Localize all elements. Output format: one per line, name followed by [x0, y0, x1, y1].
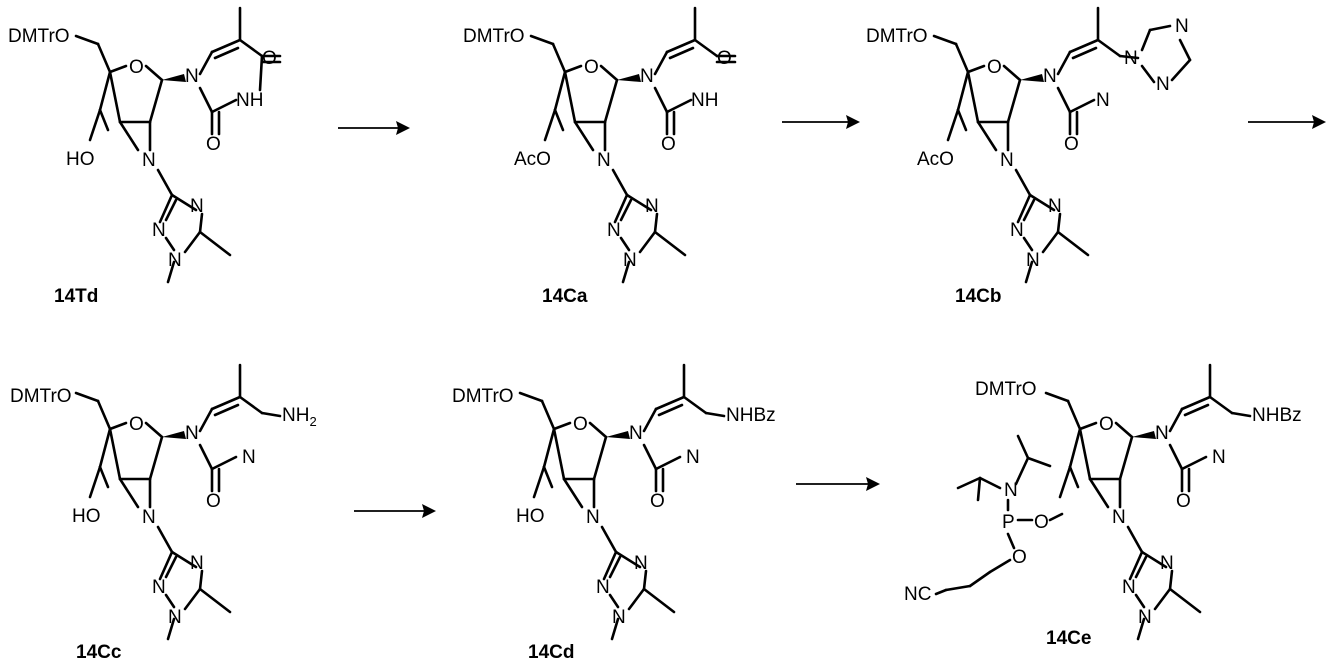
arrow-4	[354, 504, 436, 518]
svg-text:O: O	[987, 57, 1002, 78]
svg-text:O: O	[717, 48, 732, 69]
svg-text:N: N	[1156, 74, 1170, 95]
svg-text:N: N	[1155, 423, 1169, 444]
svg-text:N: N	[1096, 90, 1110, 111]
compound-label-14Ca: 14Ca	[542, 286, 588, 307]
arrow-2	[782, 115, 860, 129]
arrow-5	[796, 477, 880, 491]
dmtro-label: DMTrO	[10, 386, 72, 407]
svg-text:O: O	[661, 134, 676, 155]
svg-text:N: N	[612, 607, 626, 628]
svg-text:N: N	[185, 66, 199, 87]
compound-label-14Cc: 14Cc	[76, 642, 122, 663]
svg-text:O: O	[129, 414, 144, 435]
svg-text:O: O	[1012, 547, 1027, 568]
hydroxyl-label: HO	[66, 149, 95, 170]
svg-text:N: N	[1212, 447, 1226, 468]
compound-14Ce: DMTrO O N N N N N N O NHBz N P O O NC 14…	[904, 365, 1302, 649]
svg-text:N: N	[1026, 250, 1040, 271]
svg-text:N: N	[242, 447, 256, 468]
svg-text:N: N	[168, 607, 182, 628]
svg-text:N: N	[586, 507, 600, 528]
arrow-3	[1248, 115, 1326, 129]
svg-text:NH: NH	[236, 90, 263, 111]
compound-label-14Ce: 14Ce	[1046, 628, 1091, 649]
svg-text:O: O	[573, 414, 588, 435]
svg-text:N: N	[1122, 577, 1136, 598]
acetoxy-label: AcO	[514, 149, 551, 170]
svg-text:N: N	[1160, 553, 1174, 574]
svg-text:O: O	[1034, 512, 1049, 533]
svg-text:O: O	[1099, 414, 1114, 435]
dmtro-label: DMTrO	[463, 26, 525, 47]
svg-text:N: N	[185, 423, 199, 444]
svg-text:N: N	[645, 196, 659, 217]
hydroxyl-label: HO	[72, 506, 101, 527]
svg-text:N: N	[1175, 16, 1189, 37]
dmtro-label: DMTrO	[452, 386, 514, 407]
svg-text:N: N	[596, 577, 610, 598]
hydroxyl-label: HO	[516, 506, 545, 527]
svg-text:O: O	[650, 491, 665, 512]
svg-text:N: N	[1043, 66, 1057, 87]
amine-label: NH2	[282, 405, 317, 429]
svg-text:N: N	[597, 150, 611, 171]
compound-14Cd: DMTrO O N N HO N N N N O NHBz 14Cd	[452, 365, 776, 663]
compound-label-14Cd: 14Cd	[528, 642, 574, 663]
svg-text:N: N	[1010, 220, 1024, 241]
svg-text:O: O	[129, 57, 144, 78]
svg-text:N: N	[629, 423, 643, 444]
compound-14Cc: DMTrO O N N HO N N N N O NH2 14Cc	[10, 365, 317, 663]
svg-text:N: N	[168, 250, 182, 271]
dmtro-label: DMTrO	[8, 26, 70, 47]
svg-text:N: N	[152, 220, 166, 241]
compound-14Ca: DMTrO O N N AcO N N N O NH O 14Ca	[463, 8, 735, 307]
compound-label-14Td: 14Td	[54, 286, 98, 307]
svg-text:NH: NH	[691, 90, 718, 111]
benzamide-label: NHBz	[1252, 405, 1302, 426]
svg-text:N: N	[686, 447, 700, 468]
svg-text:O: O	[1176, 491, 1191, 512]
svg-text:N: N	[190, 553, 204, 574]
svg-text:N: N	[640, 66, 654, 87]
dmtro-label: DMTrO	[866, 26, 928, 47]
benzamide-label: NHBz	[726, 405, 776, 426]
svg-text:N: N	[1000, 150, 1014, 171]
svg-text:N: N	[607, 220, 621, 241]
svg-text:N: N	[1112, 507, 1126, 528]
svg-text:N: N	[1138, 607, 1152, 628]
svg-text:N: N	[623, 250, 637, 271]
svg-text:N: N	[142, 150, 156, 171]
compound-14Td: DMTrO O N N HO N N N O NH O 14Td	[8, 8, 280, 307]
svg-text:O: O	[1064, 134, 1079, 155]
svg-text:O: O	[262, 48, 277, 69]
phosphorus-label: P	[1002, 512, 1015, 533]
compound-14Cb: DMTrO O N N AcO N N N N O N N N 14Cb	[866, 8, 1190, 307]
compound-label-14Cb: 14Cb	[955, 286, 1001, 307]
dmtro-label: DMTrO	[975, 379, 1037, 400]
svg-text:O: O	[206, 491, 221, 512]
nitrile-label: NC	[904, 584, 931, 605]
acetoxy-label: AcO	[917, 149, 954, 170]
svg-text:N: N	[190, 196, 204, 217]
svg-text:N: N	[142, 507, 156, 528]
svg-text:O: O	[206, 134, 221, 155]
svg-text:O: O	[584, 57, 599, 78]
svg-text:N: N	[152, 577, 166, 598]
svg-text:N: N	[634, 553, 648, 574]
svg-text:N: N	[1048, 196, 1062, 217]
arrow-1	[338, 121, 410, 135]
